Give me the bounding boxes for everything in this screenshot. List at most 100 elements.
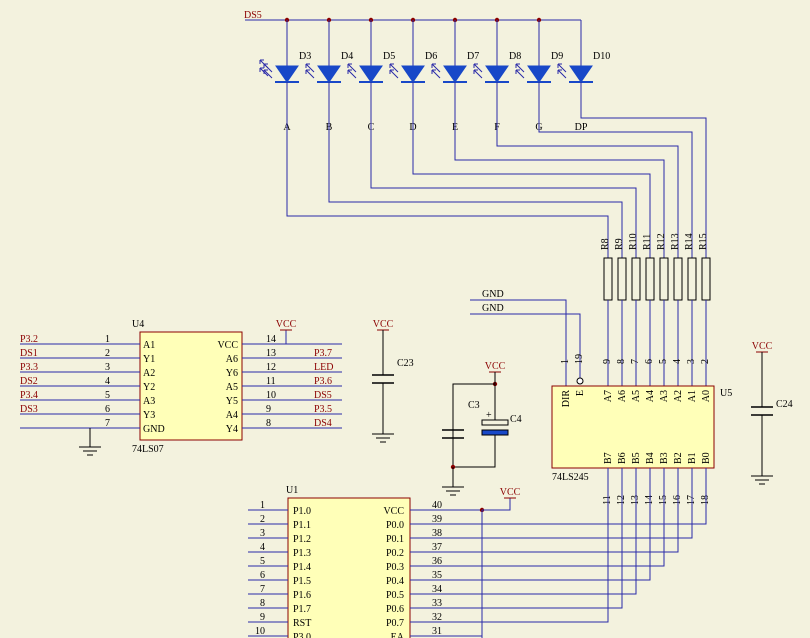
resistor-body [659, 257, 669, 301]
pin-number: 12 [266, 362, 276, 373]
pin-number: 4 [260, 542, 265, 553]
pin-name: P1.6 [293, 590, 311, 601]
pin-number: 32 [432, 612, 442, 623]
p0-bus-wire [410, 468, 693, 539]
c4-plate-bottom [481, 429, 509, 436]
pin-name: A5 [631, 390, 642, 402]
led-emission-arrow [389, 63, 399, 73]
led-emission-arrow [347, 63, 357, 73]
pin-name: A7 [603, 390, 614, 402]
led-emission-arrow [431, 69, 441, 79]
led-diode [569, 65, 593, 83]
net-label: DS5 [314, 390, 332, 401]
segment-route [412, 82, 651, 258]
resistor-label: R12 [656, 233, 667, 250]
resistor-body [673, 257, 683, 301]
pin-number: 3 [105, 362, 110, 373]
pin-number: 11 [266, 376, 276, 387]
led-diode [359, 65, 383, 83]
pin-name: P0.4 [386, 576, 404, 587]
pin-number: 8 [616, 359, 627, 364]
led-diode [443, 65, 467, 83]
pin-name: B6 [617, 452, 628, 464]
led-ref-label: D9 [551, 51, 563, 62]
pin-name: A4 [645, 390, 656, 402]
pin-name: Y2 [143, 382, 155, 393]
segment-route [454, 82, 665, 258]
net-label: P3.3 [20, 362, 38, 373]
pin-number: 2 [260, 514, 265, 525]
led-emission-arrow [515, 63, 525, 73]
gnd-label: GND [482, 289, 504, 300]
pin-number: 6 [644, 359, 655, 364]
pin-number: 33 [432, 598, 442, 609]
pin-name: Y3 [143, 410, 155, 421]
pin-number: 8 [266, 418, 271, 429]
net-label: P3.2 [20, 334, 38, 345]
pin-name: P0.2 [386, 548, 404, 559]
p0-bus-wire [410, 468, 665, 567]
c4-plus-sign: + [486, 410, 492, 421]
segment-label: DP [575, 122, 588, 133]
pin-number: 19 [574, 354, 585, 364]
pin-number: 31 [432, 626, 442, 637]
pin-number: 7 [105, 418, 110, 429]
led-emission-arrow [557, 69, 567, 79]
pin-number: 7 [260, 584, 265, 595]
p0-bus-wire [410, 468, 679, 553]
pin-name: A0 [701, 390, 712, 402]
pin-number: 40 [432, 500, 442, 511]
led-diode [485, 65, 509, 83]
led-diode [275, 65, 299, 83]
led-ref-label: D8 [509, 51, 521, 62]
u5-ref-label: U5 [720, 388, 732, 399]
net-label: DS3 [20, 404, 38, 415]
c4-plate-top [481, 419, 509, 426]
pin-name: E [575, 390, 586, 396]
pin-name: RST [293, 618, 311, 629]
pin-number: 1 [105, 334, 110, 345]
resistor-label: R14 [684, 233, 695, 250]
p0-bus-wire [410, 468, 707, 525]
pin-number: 36 [432, 556, 442, 567]
pin-name: P1.3 [293, 548, 311, 559]
segment-route [580, 82, 707, 258]
net-label: DS4 [314, 418, 332, 429]
pin-name: A3 [659, 390, 670, 402]
pin-name: A2 [143, 368, 155, 379]
pin-name: P3.0 [293, 632, 311, 638]
net-label: P3.5 [314, 404, 332, 415]
pin-name: A2 [673, 390, 684, 402]
segment-route [496, 82, 679, 258]
pin-name: EA [391, 632, 405, 638]
led-emission-arrow [347, 69, 357, 79]
pin-name: P1.0 [293, 506, 311, 517]
pin-name: P1.5 [293, 576, 311, 587]
pin-number: 4 [672, 359, 683, 364]
pin-name: B3 [659, 452, 670, 464]
pin-name: P0.3 [386, 562, 404, 573]
resistor-label: R10 [628, 233, 639, 250]
pin-number: 14 [266, 334, 276, 345]
c23-label: C23 [397, 358, 414, 369]
vcc-label: VCC [500, 487, 521, 498]
pin-name: VCC [217, 340, 238, 351]
pin-name: A3 [143, 396, 155, 407]
net-label: DS2 [20, 376, 38, 387]
pin-name: P1.1 [293, 520, 311, 531]
resistor-label: R11 [642, 234, 653, 250]
resistor-label: R15 [698, 233, 709, 250]
led-ref-label: D4 [341, 51, 353, 62]
p0-bus-wire [410, 468, 651, 581]
pin-name: P0.5 [386, 590, 404, 601]
pin-number: 5 [658, 359, 669, 364]
u5-part-label: 74LS245 [552, 472, 589, 483]
c4-label: C4 [510, 414, 522, 425]
gnd-e-wire [470, 313, 581, 378]
pin-name: B7 [603, 452, 614, 464]
net-label: LED [314, 362, 333, 373]
pin-name: P0.1 [386, 534, 404, 545]
led-emission-arrow [557, 63, 567, 73]
pin-number: 6 [105, 404, 110, 415]
